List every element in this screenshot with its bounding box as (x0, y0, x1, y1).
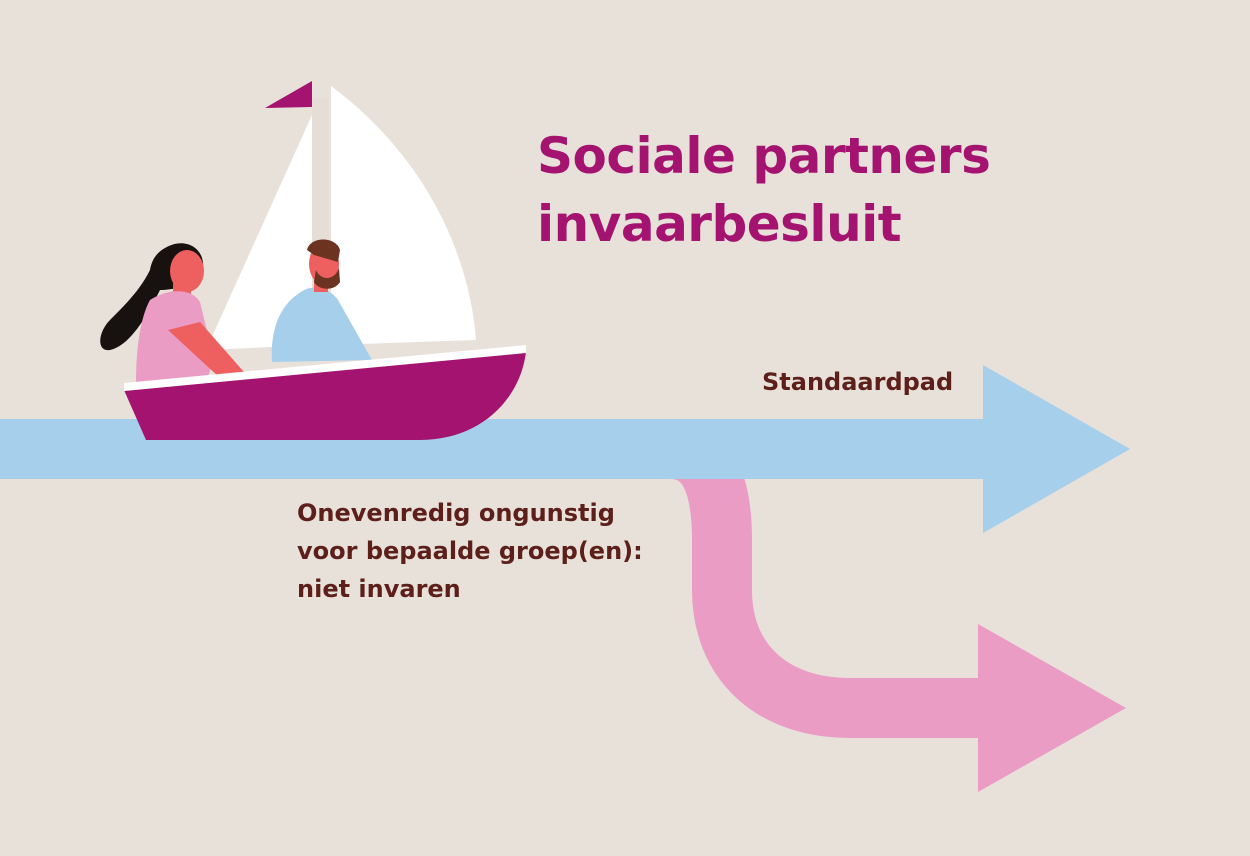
title-line-2: invaarbesluit (537, 195, 902, 253)
woman-arm (168, 322, 244, 378)
boat-rim (124, 345, 526, 391)
title-line-1: Sociale partners (537, 127, 991, 185)
alternative-path-label-line-2: voor bepaalde groep(en): (297, 537, 643, 565)
sail-main (331, 86, 476, 345)
flag-icon (265, 81, 312, 108)
man-torso (271, 287, 372, 362)
woman-icon (100, 243, 244, 382)
woman-torso (136, 291, 214, 382)
standard-path-arrowhead (983, 365, 1130, 533)
man-beard (314, 268, 340, 289)
alternative-path-label: Onevenredig ongunstig voor bepaalde groe… (297, 494, 643, 608)
alternative-path-label-line-1: Onevenredig ongunstig (297, 499, 615, 527)
man-hair (307, 239, 340, 262)
diagram-title: Sociale partners invaarbesluit (537, 122, 991, 258)
alternative-path-label-line-3: niet invaren (297, 575, 461, 603)
sailboat-icon (100, 81, 526, 440)
alternative-path-arrow (610, 419, 1126, 792)
man-icon (271, 239, 372, 362)
alternative-path-arrowhead (978, 624, 1126, 792)
boat-hull (124, 352, 526, 440)
sail-left (206, 115, 312, 350)
alternative-path-curve (610, 419, 985, 738)
standard-path-label: Standaardpad (762, 368, 954, 396)
